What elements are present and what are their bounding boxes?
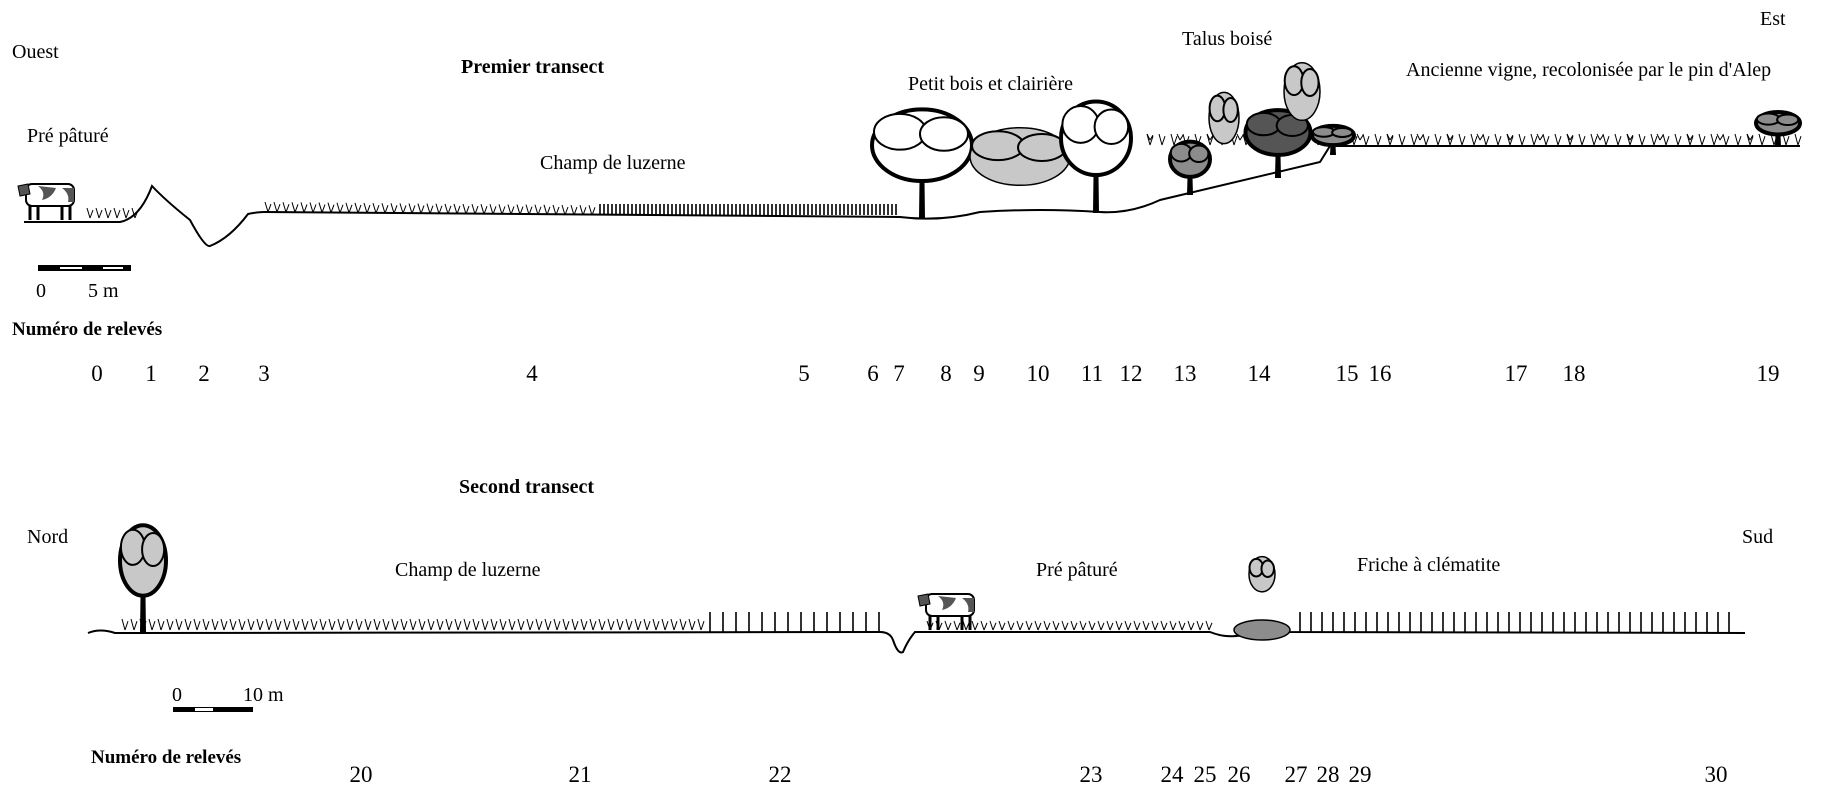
releve-number: 24: [1160, 762, 1184, 787]
tree-icon: [1283, 61, 1321, 122]
releve-number: 18: [1562, 361, 1586, 386]
releve-number: 19: [1756, 361, 1780, 386]
grass-tufts: [86, 207, 139, 219]
releve-number: 22: [768, 762, 792, 787]
releve-number: 25: [1193, 762, 1217, 787]
direction-north: Nord: [27, 526, 69, 548]
tree-icon: [1243, 108, 1313, 178]
releve-number: 27: [1284, 762, 1308, 787]
grass-tufts: [264, 201, 596, 216]
grass-tufts: [121, 618, 705, 631]
zone-meadow-1: Pré pâturé: [27, 125, 109, 147]
releve-number: 21: [568, 762, 592, 787]
releve-number: 29: [1348, 762, 1372, 787]
releve-number: 7: [893, 361, 905, 386]
releves-label-2: Numéro de relevés: [91, 747, 242, 768]
releve-number: 14: [1247, 361, 1271, 386]
releve-number: 5: [798, 361, 810, 386]
tall-grass-stems: [709, 612, 880, 632]
direction-west: Ouest: [12, 41, 59, 63]
scale-end-1: 5 m: [88, 280, 119, 302]
zone-meadow-2: Pré pâturé: [1036, 559, 1118, 581]
releve-number: 16: [1368, 361, 1392, 386]
pine-icon: [1754, 110, 1802, 146]
releve-number: 10: [1026, 361, 1050, 386]
ground-profile-1: [24, 145, 1800, 248]
clematis-bush-icon: [1233, 619, 1291, 641]
tree-icon: [1248, 555, 1276, 593]
releve-number: 2: [198, 361, 210, 386]
zone-bank: Talus boisé: [1182, 28, 1273, 50]
releves-label-1: Numéro de relevés: [12, 319, 163, 340]
direction-east: Est: [1760, 8, 1786, 30]
cow-icon: [17, 183, 75, 220]
releve-number: 11: [1080, 361, 1104, 386]
releve-number: 17: [1504, 361, 1528, 386]
alfalfa-stems: [599, 204, 897, 215]
scale-start-1: 0: [36, 280, 46, 302]
scale-bar-1-gap: [60, 267, 82, 269]
pine-icon: [1310, 123, 1356, 155]
tree-icon: [1208, 91, 1240, 145]
zone-alfalfa-2: Champ de luzerne: [395, 559, 541, 581]
transect2-title: Second transect: [459, 476, 594, 498]
releve-number: 13: [1173, 361, 1197, 386]
releve-number: 12: [1119, 361, 1143, 386]
scale-bar-1: [38, 265, 131, 271]
releve-number: 23: [1079, 762, 1103, 787]
releve-number: 1: [145, 361, 157, 386]
tall-grass-stems: [1299, 612, 1730, 632]
releve-number: 30: [1704, 762, 1728, 787]
releve-number: 15: [1335, 361, 1359, 386]
scale-bar-2-gap: [195, 708, 213, 711]
zone-fallow: Friche à clématite: [1357, 554, 1501, 576]
transect1-title: Premier transect: [461, 56, 605, 78]
zone-woods: Petit bois et clairière: [908, 73, 1073, 95]
releve-number: 26: [1227, 762, 1251, 787]
tree-icon: [969, 126, 1071, 187]
releve-number: 0: [91, 361, 103, 386]
scale-bar-1-gap: [103, 267, 123, 269]
scale-start-2: 0: [172, 684, 182, 706]
tree-icon: [1059, 99, 1133, 213]
releve-number: 20: [349, 762, 373, 787]
tree-icon: [870, 107, 974, 218]
releve-number: 8: [940, 361, 952, 386]
cow-icon: [917, 593, 975, 630]
releve-number: 6: [867, 361, 879, 386]
tree-icon: [1168, 139, 1212, 195]
releve-number: 9: [973, 361, 985, 386]
scale-end-2: 10 m: [243, 684, 284, 706]
zone-vineyard: Ancienne vigne, recolonisée par le pin d…: [1406, 59, 1772, 81]
releve-number: 3: [258, 361, 270, 386]
zone-alfalfa-1: Champ de luzerne: [540, 152, 686, 174]
releve-number: 4: [526, 361, 538, 386]
ground-profile-2: [87, 628, 1746, 654]
tree-icon: [118, 523, 168, 632]
direction-south: Sud: [1742, 526, 1774, 548]
releve-number: 28: [1316, 762, 1340, 787]
